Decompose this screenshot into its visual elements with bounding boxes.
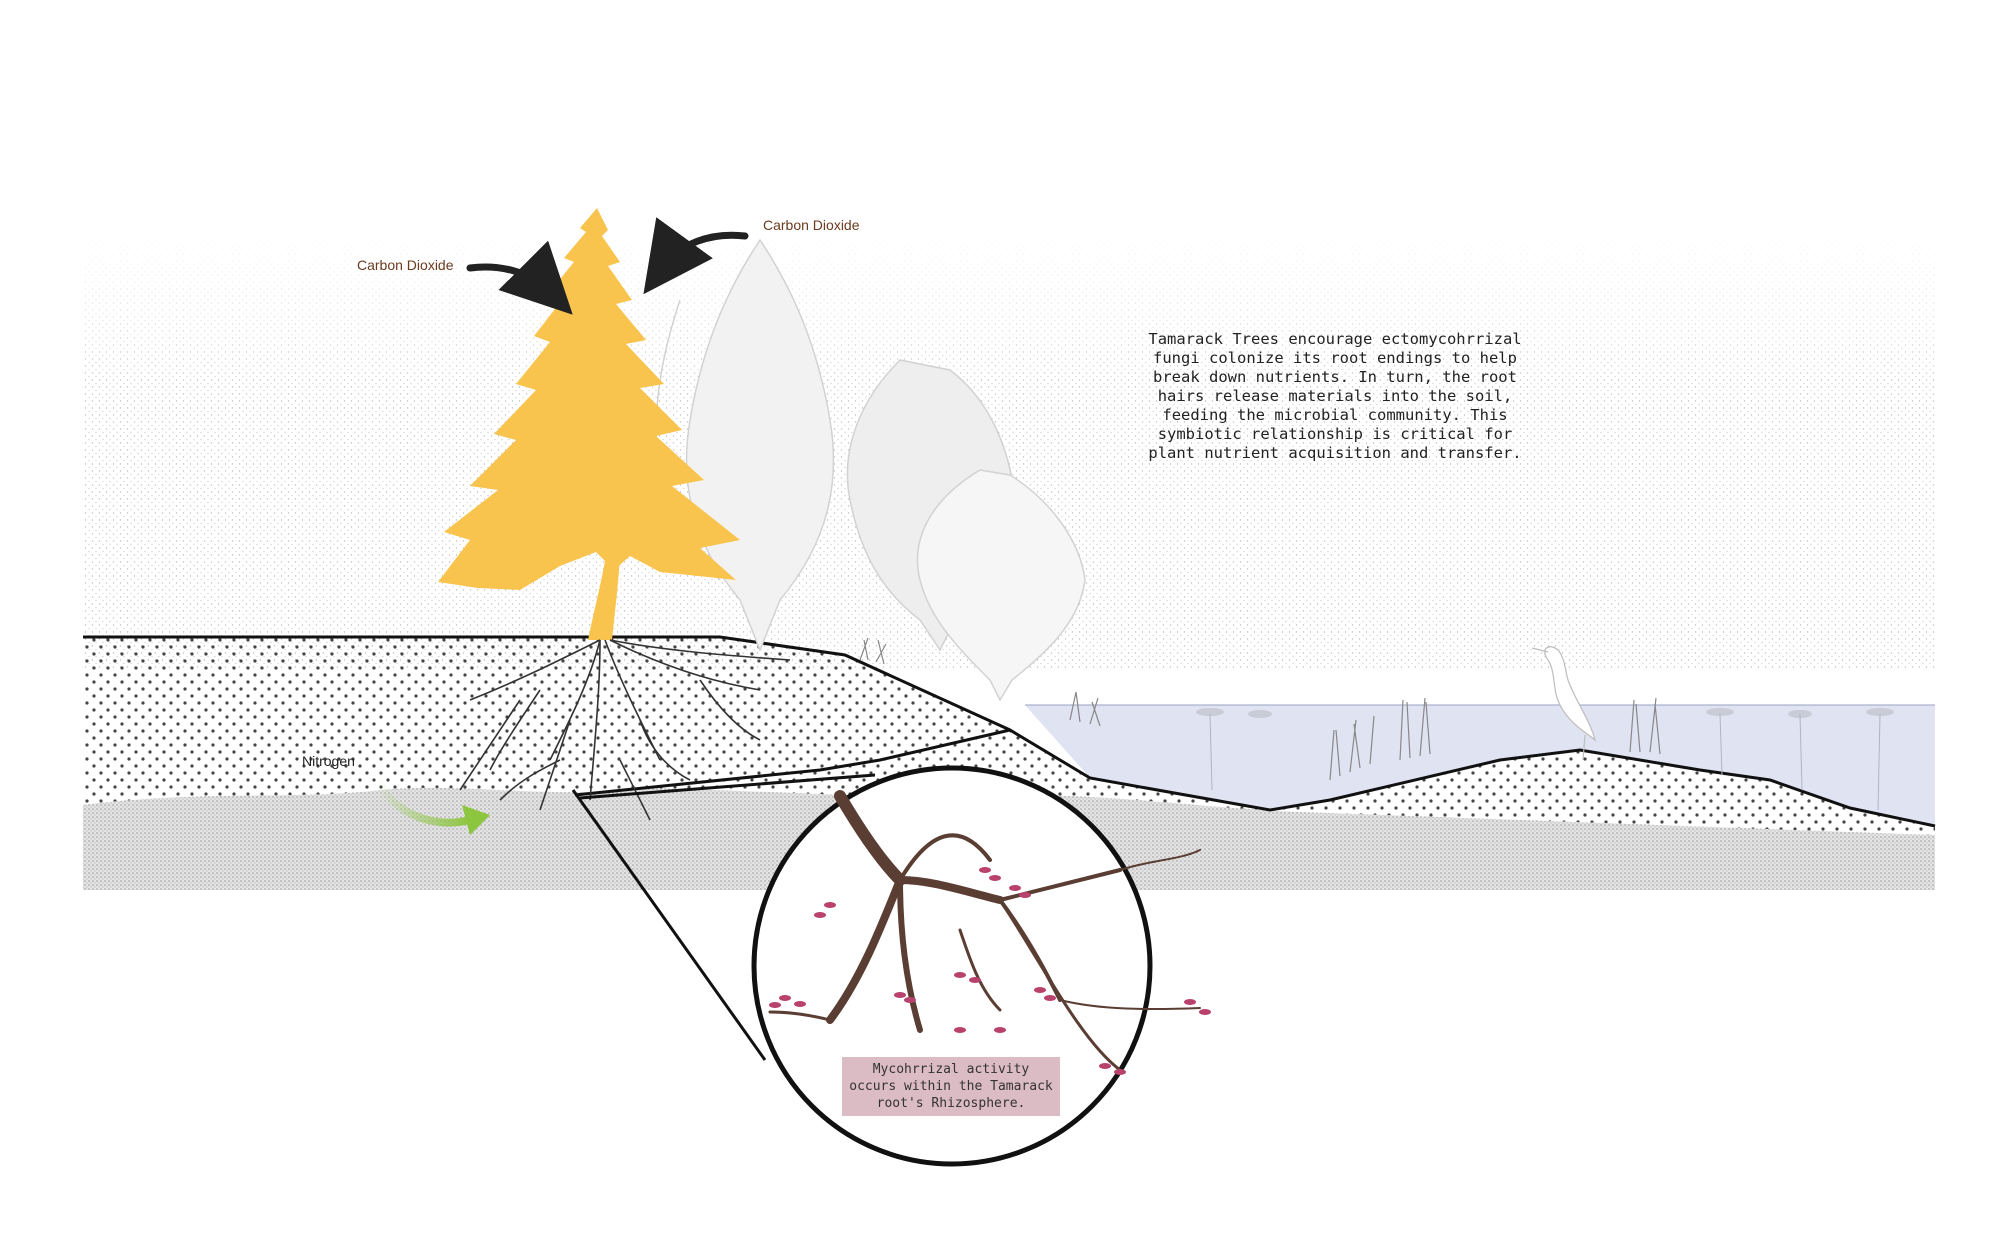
- ground-surface-line: [83, 635, 1936, 828]
- carbon-dioxide-label-left: Carbon Dioxide: [357, 257, 454, 273]
- wetland-vegetation: [859, 637, 1661, 781]
- carbon-dioxide-arrow-left: [466, 240, 573, 315]
- wetland-water: [1025, 705, 1935, 826]
- description-line: plant nutrient acquisition and transfer.: [1148, 444, 1522, 462]
- nitrogen-arrow: [374, 776, 474, 827]
- zoom-connector-left: [571, 789, 767, 1061]
- zoom-connector-right: [579, 773, 876, 800]
- mycorrhizal-fungi: [769, 867, 1211, 1075]
- egret-bird-icon: [1531, 646, 1597, 761]
- description-line: hairs release materials into the soil,: [1157, 387, 1513, 405]
- description-line: fungi colonize its root endings to help: [1153, 349, 1517, 367]
- tamarack-roots: [459, 639, 791, 821]
- tamarack-canopy: [438, 208, 740, 590]
- tamarack-description: Tamarack Trees encourage ectomycohrrizal…: [1120, 330, 1550, 463]
- lily-pads: [1196, 708, 1894, 718]
- carbon-dioxide-arrow-right: [643, 217, 749, 295]
- nitrogen-label: Nitrogen: [302, 753, 355, 769]
- background-trees: [655, 238, 1086, 702]
- magnified-root: [768, 790, 1201, 1072]
- caption-line: root's Rhizosphere.: [876, 1096, 1026, 1111]
- description-line: symbiotic relationship is critical for: [1157, 425, 1513, 443]
- description-line: feeding the microbial community. This: [1162, 406, 1508, 424]
- description-line: Tamarack Trees encourage ectomycohrrizal: [1148, 330, 1522, 348]
- nitrogen-arrowhead: [462, 805, 490, 835]
- topsoil-layer: [83, 637, 1935, 835]
- tamarack-tree: [438, 208, 740, 640]
- rhizosphere-caption: Mycohrrizal activity occurs within the T…: [842, 1057, 1060, 1116]
- submerged-stems: [1209, 713, 1881, 811]
- root-zone-boundary: [574, 728, 1011, 797]
- caption-line: Mycohrrizal activity: [872, 1062, 1030, 1077]
- caption-line: occurs within the Tamarack: [849, 1079, 1053, 1094]
- carbon-dioxide-label-right: Carbon Dioxide: [763, 217, 860, 233]
- description-line: break down nutrients. In turn, the root: [1153, 368, 1517, 386]
